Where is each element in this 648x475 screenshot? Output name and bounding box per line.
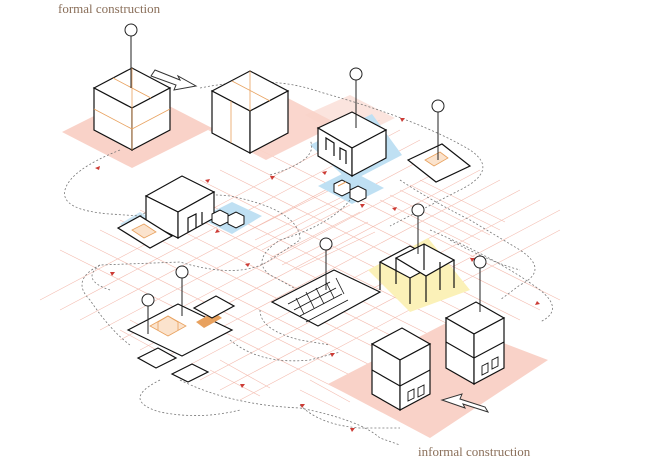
- caption-informal-construction: informal construction: [418, 444, 530, 460]
- arrowhead: [322, 171, 327, 175]
- arrowhead: [245, 263, 250, 267]
- building-informal-1: [372, 328, 430, 410]
- arrowhead: [205, 179, 210, 183]
- arrowhead: [392, 207, 397, 211]
- arrowhead: [400, 118, 405, 122]
- market-stall-tray-right: [408, 144, 470, 182]
- arrowhead: [330, 353, 335, 357]
- arrowhead: [535, 301, 540, 305]
- caption-formal-construction: formal construction: [58, 1, 160, 17]
- building-informal-2: [446, 302, 504, 384]
- arrowhead: [95, 166, 100, 170]
- plate-informal: [328, 322, 548, 438]
- arrowhead: [360, 204, 365, 208]
- arrowhead: [350, 428, 355, 432]
